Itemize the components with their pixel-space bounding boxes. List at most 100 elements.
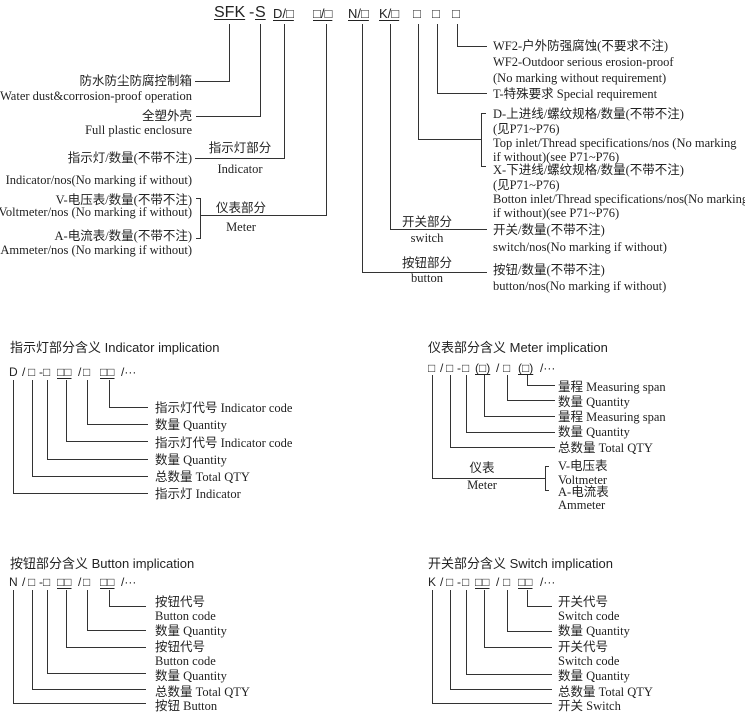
switch-code-token: /··· bbox=[540, 575, 556, 589]
indicator-code-token: □ bbox=[43, 365, 51, 379]
switch-label: 开关代号 bbox=[558, 595, 609, 609]
button-label: Button code bbox=[155, 654, 216, 668]
special-label: T-特殊要求 Special requirement bbox=[493, 87, 658, 101]
meter-type-option: Voltmeter bbox=[558, 473, 608, 487]
button-label: 总数量 Total QTY bbox=[155, 685, 250, 699]
meter-code-token: □ bbox=[446, 361, 454, 375]
button-cn-label: 按钮/数量(不带不注) bbox=[493, 263, 605, 277]
switch-cn-label: 开关/数量(不带不注) bbox=[493, 223, 605, 237]
meter-type-option: A-电流表 bbox=[558, 485, 609, 499]
switch-code-token: □ bbox=[446, 575, 454, 589]
code-special: □ bbox=[432, 6, 440, 21]
indicator-part-cn-label: 指示灯部分 bbox=[208, 141, 272, 155]
code-sfk: SFK bbox=[214, 4, 246, 21]
wf2-en-label: WF2-Outdoor serious erosion-proof bbox=[493, 55, 674, 69]
line-s bbox=[196, 24, 261, 117]
line-button bbox=[362, 24, 487, 273]
indicator-label: 总数量 Total QTY bbox=[155, 470, 250, 484]
line-special bbox=[437, 24, 487, 94]
bottom-inlet-en1-label: Botton inlet/Thread specifications/nos(N… bbox=[493, 192, 745, 206]
switch-code-token: □□ bbox=[475, 575, 490, 589]
switch-label: 开关 Switch bbox=[558, 699, 621, 713]
code-s: S bbox=[255, 4, 266, 21]
indicator-code-token: /··· bbox=[121, 365, 137, 379]
switch-code-token: / bbox=[440, 575, 444, 589]
meter-part-en-label: Meter bbox=[226, 220, 256, 234]
meter-code-token: /··· bbox=[540, 361, 556, 375]
switch-label: 数量 Quantity bbox=[558, 669, 630, 683]
meter-label: 量程 Measuring span bbox=[558, 410, 666, 424]
switch-en-label: switch/nos(No marking if without) bbox=[493, 240, 667, 254]
switch-label: Switch code bbox=[558, 609, 620, 623]
button-label: 数量 Quantity bbox=[155, 624, 227, 638]
bottom-inlet-ref-label: (见P71~P76) bbox=[493, 178, 560, 192]
line-meter bbox=[200, 24, 327, 216]
switch-lines bbox=[432, 590, 552, 704]
meter-type-cn: 仪表 bbox=[469, 461, 495, 475]
voltmeter-cn-label: V-电压表/数量(不带不注) bbox=[55, 193, 192, 207]
indicator-cn-label: 指示灯/数量(不带不注) bbox=[67, 151, 192, 165]
indicator-label: 数量 Quantity bbox=[155, 453, 227, 467]
button-label: 按钮代号 bbox=[155, 595, 206, 609]
switch-code-token: K bbox=[428, 575, 437, 589]
line-wf2 bbox=[457, 24, 487, 47]
switch-code-token: - bbox=[457, 575, 461, 589]
meter-code-token: - bbox=[457, 361, 461, 375]
switch-code-token: □ bbox=[503, 575, 511, 589]
ammeter-cn-label: A-电流表/数量(不带不注) bbox=[54, 229, 193, 243]
button-code-token: □ bbox=[43, 575, 51, 589]
code-dash: - bbox=[249, 4, 255, 21]
button-label: 按钮代号 bbox=[155, 640, 206, 654]
indicator-code-token: □□ bbox=[57, 365, 72, 379]
switch-label: 总数量 Total QTY bbox=[558, 685, 653, 699]
meter-code-token: □ bbox=[503, 361, 511, 375]
indicator-code-token: □ bbox=[83, 365, 91, 379]
button-label: 按钮 Button bbox=[155, 699, 218, 713]
button-section-title: 按钮部分含义 Button implication bbox=[10, 556, 195, 571]
indicator-en-label: Indicator/nos(No marking if without) bbox=[5, 173, 192, 187]
meter-code-token: (□) bbox=[475, 361, 491, 375]
button-en-label: button/nos(No marking if without) bbox=[493, 279, 667, 293]
indicator-code-token: - bbox=[39, 365, 43, 379]
switch-label: 开关代号 bbox=[558, 640, 609, 654]
plastic-cn-label: 全塑外壳 bbox=[141, 109, 192, 123]
voltmeter-en-label: Voltmeter/nos (No marking if without) bbox=[0, 205, 192, 219]
switch-code-token: □ bbox=[462, 575, 470, 589]
waterproof-cn-label: 防水防尘防腐控制箱 bbox=[79, 74, 192, 88]
bottom-inlet-en2-label: if without)(see P71~P76) bbox=[493, 206, 620, 220]
switch-label: 数量 Quantity bbox=[558, 624, 630, 638]
meter-section-title: 仪表部分含义 Meter implication bbox=[428, 340, 608, 355]
indicator-section-title: 指示灯部分含义 Indicator implication bbox=[10, 340, 220, 355]
indicator-label: 指示灯代号 Indicator code bbox=[155, 401, 293, 415]
ammeter-en-label: Ammeter/nos (No marking if without) bbox=[0, 243, 192, 257]
button-part-cn-label: 按钮部分 bbox=[401, 256, 453, 270]
switch-code-token: / bbox=[496, 575, 500, 589]
button-code-token: N bbox=[9, 575, 18, 589]
indicator-code-token: D bbox=[9, 365, 18, 379]
meter-type-en: Meter bbox=[467, 478, 497, 492]
bracket-meter bbox=[196, 198, 201, 239]
wf2-note-label: (No marking without requirement) bbox=[493, 71, 667, 85]
code-meter: □/□ bbox=[313, 6, 333, 21]
button-code-token: / bbox=[78, 575, 82, 589]
meter-code-token: □ bbox=[462, 361, 470, 375]
meter-code-token: / bbox=[440, 361, 444, 375]
indicator-code-token: / bbox=[22, 365, 26, 379]
meter-type-bracket bbox=[545, 466, 549, 491]
code-indicator: D/□ bbox=[273, 6, 294, 21]
line-inlet bbox=[418, 24, 481, 140]
indicator-code-token: / bbox=[78, 365, 82, 379]
meter-label: 数量 Quantity bbox=[558, 395, 630, 409]
meter-part-cn-label: 仪表部分 bbox=[215, 201, 267, 215]
code-wf2: □ bbox=[452, 6, 460, 21]
plastic-en-label: Full plastic enclosure bbox=[85, 123, 192, 137]
meter-type-option: Ammeter bbox=[558, 498, 606, 512]
wf2-cn-label: WF2-户外防强腐蚀(不要求不注) bbox=[493, 39, 668, 53]
button-code-token: □□ bbox=[100, 575, 115, 589]
meter-code-token: (□) bbox=[518, 361, 534, 375]
button-code-token: - bbox=[39, 575, 43, 589]
line-switch bbox=[390, 24, 487, 230]
top-inlet-ref-label: (见P71~P76) bbox=[493, 122, 560, 136]
